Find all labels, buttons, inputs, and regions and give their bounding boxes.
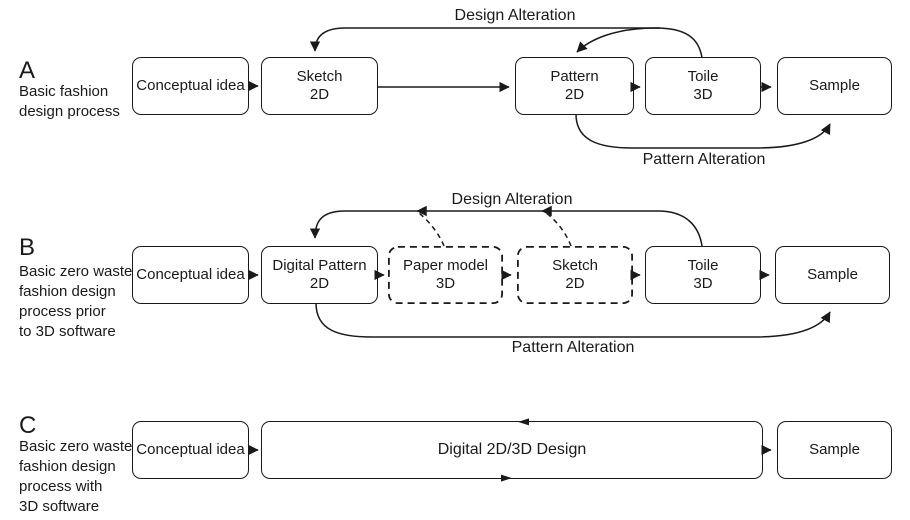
box-label: Pattern (550, 68, 599, 85)
section-a-letter: A (19, 57, 36, 84)
section-a-desc-line: Basic fashion (19, 83, 109, 100)
box-sample-b: Sample (775, 246, 890, 304)
box-paper-model-3d-b: Paper model 3D (388, 246, 503, 304)
section-c-description: Basic zero waste fashion design process … (19, 437, 132, 517)
section-b-desc-line: Basic zero waste (19, 263, 133, 280)
section-b-desc-line: process prior (19, 303, 106, 320)
box-label: Sample (807, 266, 858, 283)
box-digital-pattern-2d-b: Digital Pattern 2D (261, 246, 378, 304)
box-sublabel: 3D (435, 275, 456, 292)
section-c-letter: C (19, 412, 37, 439)
section-a-desc-line: design process (19, 103, 120, 120)
arrow-design-alteration-b (309, 210, 703, 247)
box-conceptual-idea-c: Conceptual idea (132, 421, 249, 479)
box-digital-2d-3d-design-c: Digital 2D/3D Design (261, 421, 763, 479)
box-label: Sketch (552, 257, 598, 274)
arrow-design-alteration-toile-to-pattern-a (576, 27, 703, 59)
section-a-description: Basic fashion design process (19, 82, 120, 122)
box-label: Toile (687, 257, 719, 274)
box-conceptual-idea-a: Conceptual idea (132, 57, 249, 115)
box-label: Conceptual idea (136, 266, 245, 283)
arrow-design-alteration-to-sketch-a (309, 27, 660, 52)
box-sublabel: 2D (309, 275, 330, 292)
section-c-desc-line: process with (19, 478, 103, 495)
section-c-desc-line: 3D software (19, 498, 100, 515)
section-b-desc-line: fashion design (19, 283, 116, 300)
box-label: Sample (809, 441, 860, 458)
box-label: Paper model (402, 257, 489, 274)
section-c-desc-line: Basic zero waste (19, 438, 133, 455)
box-sketch-2d-b: Sketch 2D (517, 246, 633, 304)
dashed-feedback-paper-model-b (418, 212, 445, 247)
box-sublabel: 2D (309, 86, 330, 103)
pattern-alteration-label-b: Pattern Alteration (511, 339, 635, 356)
section-b-description: Basic zero waste fashion design process … (19, 262, 132, 342)
box-sublabel: 3D (693, 275, 713, 292)
box-label: Toile (687, 68, 719, 85)
box-sample-a: Sample (777, 57, 892, 115)
pattern-alteration-label-a: Pattern Alteration (642, 151, 766, 168)
section-b-letter: B (19, 234, 36, 261)
design-alteration-label-b: Design Alteration (451, 191, 573, 208)
box-sublabel: 2D (564, 86, 585, 103)
box-label: Conceptual idea (136, 77, 245, 94)
box-toile-3d-b: Toile 3D (645, 246, 761, 304)
box-label: Sketch (296, 68, 343, 85)
box-sample-c: Sample (777, 421, 892, 479)
arrow-pattern-alteration-b (315, 302, 831, 338)
arrow-pattern-alteration-a (575, 113, 831, 149)
box-label: Conceptual idea (136, 441, 245, 458)
box-sublabel: 3D (693, 86, 713, 103)
box-pattern-2d-a: Pattern 2D (515, 57, 634, 115)
box-label: Digital Pattern (272, 257, 367, 274)
box-conceptual-idea-b: Conceptual idea (132, 246, 249, 304)
design-alteration-label-a: Design Alteration (454, 7, 576, 24)
box-label: Sample (809, 77, 860, 94)
box-sublabel: 2D (565, 275, 585, 292)
section-c-desc-line: fashion design (19, 458, 116, 475)
box-sketch-2d-a: Sketch 2D (261, 57, 378, 115)
box-toile-3d-a: Toile 3D (645, 57, 761, 115)
section-b-desc-line: to 3D software (19, 323, 116, 340)
dashed-feedback-sketch-b (544, 211, 572, 247)
box-label: Digital 2D/3D Design (437, 441, 587, 458)
